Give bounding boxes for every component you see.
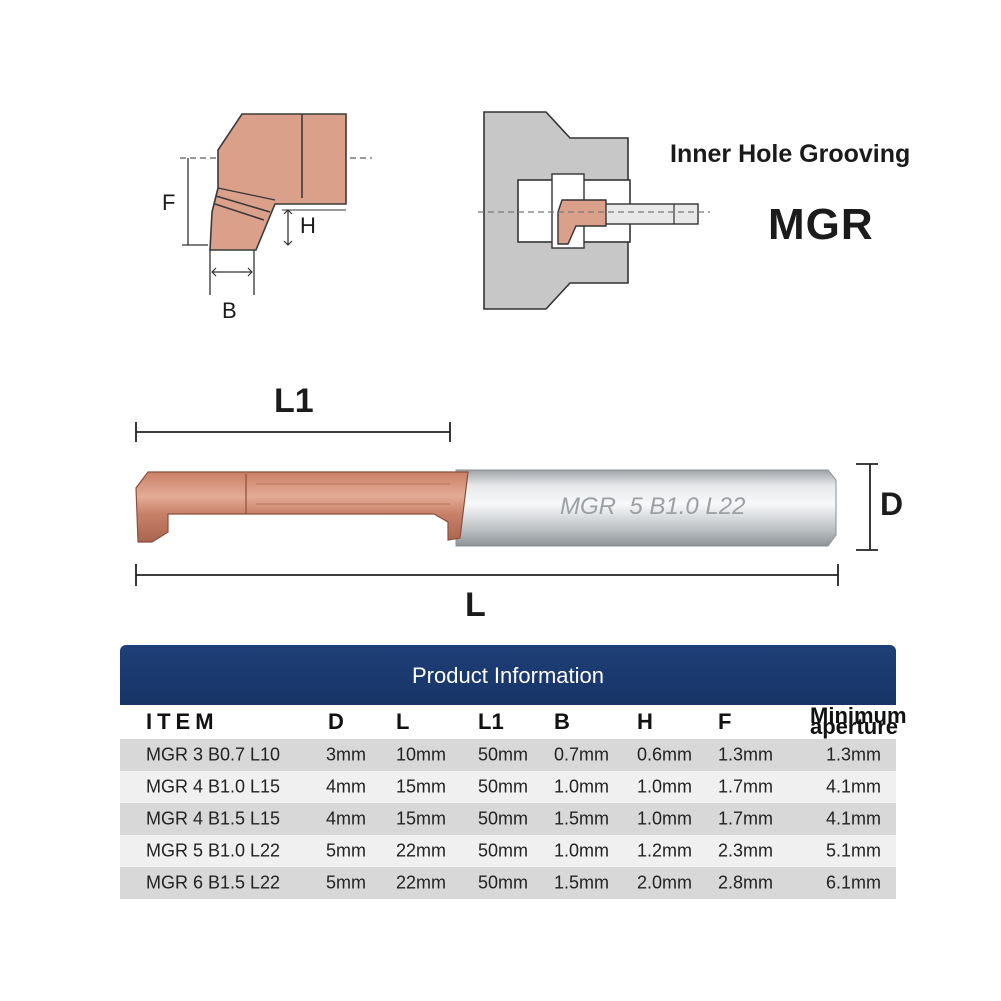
cell-item: MGR 4 B1.0 L15: [146, 776, 281, 797]
cell-l: 22mm: [396, 872, 447, 893]
cell-item: MGR 5 B1.0 L22: [146, 840, 281, 861]
cell-f: 1.7mm: [718, 808, 774, 829]
cell-f: 2.3mm: [718, 840, 774, 861]
cell-f: 1.7mm: [718, 776, 774, 797]
cell-l1: 50mm: [478, 872, 529, 893]
table-row: MGR 4 B1.0 L15 4mm 15mm 50mm 1.0mm 1.0mm…: [120, 771, 896, 803]
cell-b: 1.0mm: [554, 840, 610, 861]
cell-item: MGR 6 B1.5 L22: [146, 872, 281, 893]
dimension-label-b: B: [222, 298, 237, 323]
cell-f: 2.8mm: [718, 872, 774, 893]
cell-l: 10mm: [396, 744, 447, 765]
cell-item: MGR 4 B1.5 L15: [146, 808, 281, 829]
dimension-label-l: L: [465, 586, 486, 624]
cell-min-aperture: 5.1mm: [826, 840, 882, 861]
column-header-d: D: [328, 709, 344, 734]
product-info-table: Product Information ITEM D L L1 B H F Mi…: [120, 645, 907, 899]
table-header-row: ITEM D L L1 B H F Minimum aperture: [120, 705, 907, 739]
tip-profile-diagram: [180, 113, 372, 295]
cell-f: 1.3mm: [718, 744, 774, 765]
cell-h: 1.0mm: [637, 776, 693, 797]
cell-l1: 50mm: [478, 744, 529, 765]
cell-d: 3mm: [326, 744, 366, 765]
column-header-min-aperture: Minimum aperture: [810, 705, 907, 738]
column-header-h: H: [637, 709, 653, 734]
cell-item: MGR 3 B0.7 L10: [146, 744, 281, 765]
cell-l1: 50mm: [478, 840, 529, 861]
cell-b: 1.5mm: [554, 808, 610, 829]
table-row: MGR 6 B1.5 L22 5mm 22mm 50mm 1.5mm 2.0mm…: [120, 867, 896, 899]
column-header-l: L: [396, 709, 410, 734]
cell-l: 15mm: [396, 776, 447, 797]
cell-d: 4mm: [326, 808, 366, 829]
headline: Inner Hole Grooving: [670, 140, 911, 168]
cell-b: 1.5mm: [554, 872, 610, 893]
cell-l1: 50mm: [478, 776, 529, 797]
cell-min-aperture: 1.3mm: [826, 744, 882, 765]
dimension-label-h: H: [300, 213, 316, 238]
cell-min-aperture: 6.1mm: [826, 872, 882, 893]
cell-h: 0.6mm: [637, 744, 693, 765]
cell-h: 1.0mm: [637, 808, 693, 829]
cell-h: 1.2mm: [637, 840, 693, 861]
table-title: Product Information: [120, 645, 896, 705]
column-header-l1: L1: [478, 709, 504, 734]
inner-hole-diagram: [478, 111, 710, 310]
product-code: MGR: [768, 200, 874, 249]
cell-b: 0.7mm: [554, 744, 610, 765]
cell-h: 2.0mm: [637, 872, 693, 893]
tool-engraving: MGR 5 B1.0 L22: [560, 493, 745, 520]
cell-l1: 50mm: [478, 808, 529, 829]
table-row: MGR 5 B1.0 L22 5mm 22mm 50mm 1.0mm 1.2mm…: [120, 835, 896, 867]
cell-d: 5mm: [326, 872, 366, 893]
column-header-item: ITEM: [146, 709, 219, 734]
cell-l: 15mm: [396, 808, 447, 829]
table-row: MGR 4 B1.5 L15 4mm 15mm 50mm 1.5mm 1.0mm…: [120, 803, 896, 835]
dimension-label-l1: L1: [274, 382, 314, 420]
min-aperture-line2: aperture: [810, 714, 899, 739]
cell-b: 1.0mm: [554, 776, 610, 797]
column-header-f: F: [718, 709, 732, 734]
cell-min-aperture: 4.1mm: [826, 776, 882, 797]
cell-d: 4mm: [326, 776, 366, 797]
cell-d: 5mm: [326, 840, 366, 861]
cell-l: 22mm: [396, 840, 447, 861]
column-header-b: B: [554, 709, 570, 734]
cell-min-aperture: 4.1mm: [826, 808, 882, 829]
tool-illustration: MGR 5 B1.0 L22: [135, 422, 878, 586]
table-row: MGR 3 B0.7 L10 3mm 10mm 50mm 0.7mm 0.6mm…: [120, 739, 896, 771]
dimension-label-d: D: [880, 486, 904, 522]
dimension-label-f: F: [162, 190, 176, 215]
